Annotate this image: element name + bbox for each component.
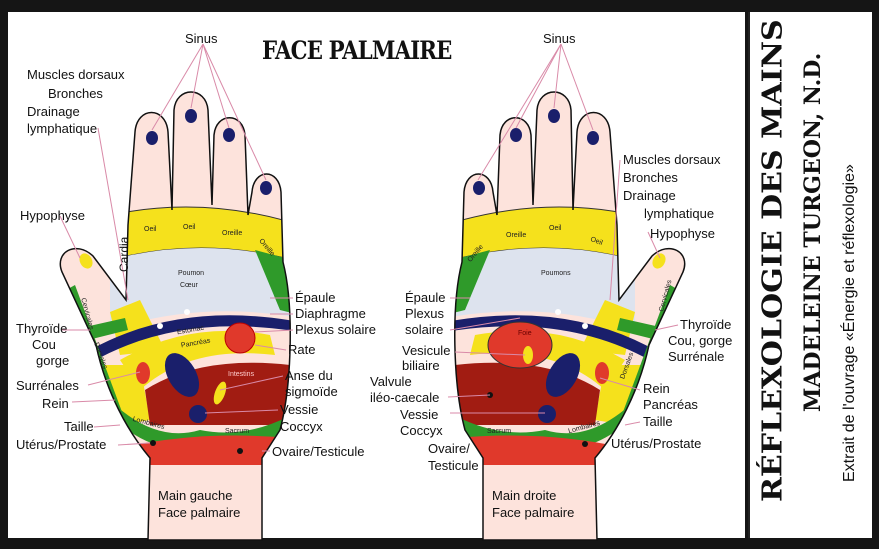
label-valvule: Valvule	[370, 374, 412, 389]
label-ovaire-testicule: Ovaire/Testicule	[272, 444, 365, 459]
caption-face-palmaire-left: Face palmaire	[158, 505, 241, 520]
page-title: FACE PALMAIRE	[262, 36, 452, 65]
right-hand	[445, 92, 685, 540]
label-thyroide: Thyroïde	[680, 317, 732, 332]
label-pancreas: Pancréas	[643, 397, 698, 412]
inner-poumon: Poumon	[178, 270, 205, 277]
label-muscles-dorsaux: Muscles dorsaux	[623, 152, 721, 167]
label-plexus-solaire: Plexus solaire	[295, 322, 376, 337]
inner-oeil: Oeil	[549, 225, 562, 232]
label-lymphatique: lymphatique	[644, 206, 715, 221]
label-thyroide: Thyroïde	[16, 321, 68, 336]
inner-oeil: Oeil	[183, 224, 196, 231]
caption-main-droite: Main droite	[492, 488, 557, 503]
label-drainage: Drainage	[623, 188, 676, 203]
label-drainage: Drainage	[27, 104, 80, 119]
label-cardia: Cardia	[117, 236, 131, 272]
label-cou-gorge: Cou, gorge	[668, 333, 733, 348]
label-sinus: Sinus	[185, 31, 218, 46]
label-surrenale: Surrénale	[668, 349, 725, 364]
label-surrenales: Surrénales	[16, 378, 79, 393]
left-hand	[60, 92, 300, 540]
label-rate: Rate	[288, 342, 316, 357]
label-uterus-prostate: Utérus/Prostate	[16, 437, 107, 452]
caption-main-gauche: Main gauche	[158, 488, 233, 503]
inner-coeur: Cœur	[180, 282, 198, 289]
label-testicule: Testicule	[428, 458, 479, 473]
label-solaire: solaire	[405, 322, 444, 337]
label-taille: Taille	[64, 419, 94, 434]
label-sinus: Sinus	[543, 31, 576, 46]
pointer-lines	[59, 43, 679, 452]
label-vessie: Vessie	[280, 402, 319, 417]
side-author: MADELEINE TURGEON, N.D.	[800, 52, 826, 412]
label-bronches: Bronches	[623, 170, 678, 185]
inner-intestins: Intestins	[228, 371, 255, 378]
label-coccyx: Coccyx	[280, 419, 323, 434]
label-vessie: Vessie	[400, 407, 439, 422]
label-biliaire: biliaire	[402, 358, 440, 373]
inner-oreille: Oreille	[222, 230, 243, 237]
label-plexus: Plexus	[405, 306, 445, 321]
title-panel	[748, 12, 872, 538]
inner-sacrum: Sacrum	[487, 428, 512, 435]
sigmoid-zone	[213, 381, 227, 405]
inner-poumons: Poumons	[541, 270, 571, 277]
label-ovaire: Ovaire/	[428, 441, 470, 456]
label-rein: Rein	[42, 396, 69, 411]
label-coccyx: Coccyx	[400, 423, 443, 438]
liver-zone	[487, 321, 553, 369]
label-hypophyse: Hypophyse	[20, 208, 86, 223]
inner-oreille: Oreille	[506, 232, 527, 239]
inner-foie: Foie	[518, 330, 532, 337]
inner-oeil: Oeil	[144, 226, 157, 233]
label-vesicule: Vesicule	[402, 343, 451, 358]
label-muscles-dorsaux: Muscles dorsaux	[27, 67, 125, 82]
label-sigmoide: sigmoïde	[285, 384, 338, 399]
label-diaphragme: Diaphragme	[295, 306, 366, 321]
caption-face-palmaire-right: Face palmaire	[492, 505, 575, 520]
label-taille: Taille	[643, 414, 673, 429]
label-anse-du: Anse du	[285, 368, 333, 383]
label-epaule: Épaule	[295, 290, 336, 305]
side-heading: RÉFLEXOLOGIE DES MAINS	[757, 19, 789, 502]
label-lymphatique: lymphatique	[27, 121, 98, 136]
spleen-zone	[224, 322, 256, 354]
label-hypophyse: Hypophyse	[650, 226, 716, 241]
label-gorge: gorge	[36, 353, 70, 368]
inner-sacrum: Sacrum	[225, 428, 250, 435]
label-uterus-prostate: Utérus/Prostate	[611, 436, 702, 451]
side-source: Extrait de l'ouvrage «Énergie et réflexo…	[841, 164, 858, 482]
label-ileo-caecale: iléo-caecale	[370, 390, 440, 405]
label-bronches: Bronches	[48, 86, 103, 101]
label-epaule: Épaule	[405, 290, 446, 305]
label-cou: Cou	[32, 337, 56, 352]
label-rein: Rein	[643, 381, 670, 396]
